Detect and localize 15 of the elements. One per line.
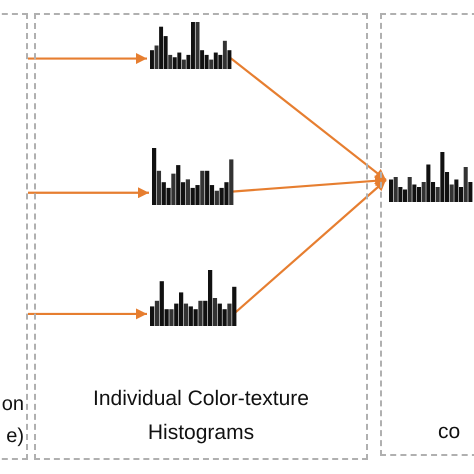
arrow	[232, 175, 386, 193]
histogram-drawing	[150, 22, 232, 69]
arrow	[28, 187, 149, 198]
arrow	[234, 179, 387, 314]
histogram-drawing	[150, 270, 237, 326]
arrow	[28, 308, 147, 320]
dashed-panel	[34, 13, 368, 460]
section-caption: e)	[6, 424, 24, 449]
section-caption: co	[438, 419, 460, 445]
section-caption: on	[2, 392, 24, 417]
arrow	[229, 56, 387, 181]
histogram-drawing	[389, 152, 473, 202]
arrow	[28, 53, 147, 64]
section-caption: Individual Color-texture Histograms	[92, 386, 310, 446]
histogram-drawing	[152, 148, 234, 205]
